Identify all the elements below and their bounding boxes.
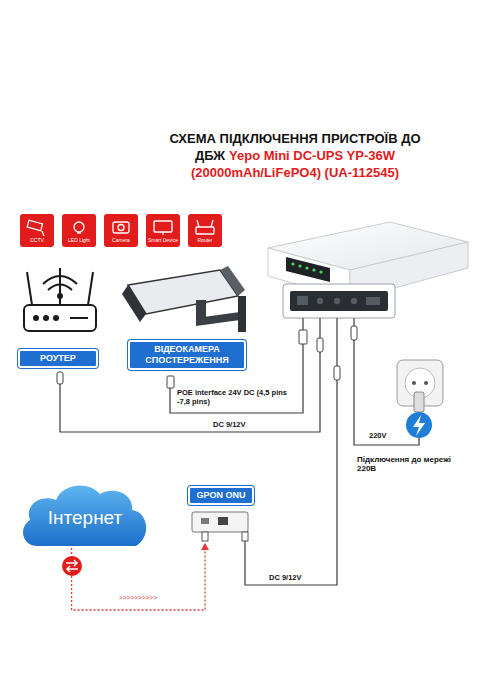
- cable-label: DC 9/12V: [268, 574, 303, 583]
- icon-caption: CCTV: [20, 238, 54, 244]
- router-drawing: [24, 268, 96, 331]
- direction-marks: >>>>>>>>>>: [118, 594, 158, 601]
- device-tag: ВІДЕОКАМЕРА СПОСТЕРЕЖЕННЯ: [128, 340, 246, 370]
- cable-label: DC 9/12V: [212, 421, 247, 430]
- cloud-node: Інтернет: [18, 478, 152, 548]
- onu-device: [188, 508, 254, 542]
- device-tag: РОУТЕР: [18, 349, 98, 368]
- wall-socket: [397, 360, 443, 412]
- tag-text: РОУТЕР: [24, 353, 92, 364]
- lightning-icon: [406, 412, 432, 438]
- device-tag: GPON ONU: [188, 486, 254, 505]
- mains-note: Підключення до мережі 220В: [357, 455, 452, 473]
- camera-drawing: [122, 266, 246, 332]
- onu-node: GPON ONU: [188, 486, 254, 542]
- connector: [72, 544, 205, 610]
- icon-caption: Camera: [104, 238, 138, 244]
- icon-caption: LED Light: [62, 238, 96, 244]
- voltage-label: 220V: [368, 432, 388, 441]
- cloud-text: Інтернет: [18, 508, 152, 529]
- tag-text: ВІДЕОКАМЕРА СПОСТЕРЕЖЕННЯ: [134, 344, 240, 366]
- ups-device: [268, 222, 468, 318]
- icon-caption: Smart Device: [146, 238, 180, 244]
- icon-tiles: [20, 214, 222, 247]
- title-block: СХЕМА ПІДКЛЮЧЕННЯ ПРИСТРОЇВ ДО ДБЖYepo M…: [140, 131, 450, 182]
- exchange-icon: [62, 556, 82, 576]
- cable-plugs: [57, 326, 357, 388]
- poe-label: POE interface 24V DC (4,5 pins -7,8 pins…: [177, 389, 299, 406]
- icon-caption: Router: [188, 238, 222, 244]
